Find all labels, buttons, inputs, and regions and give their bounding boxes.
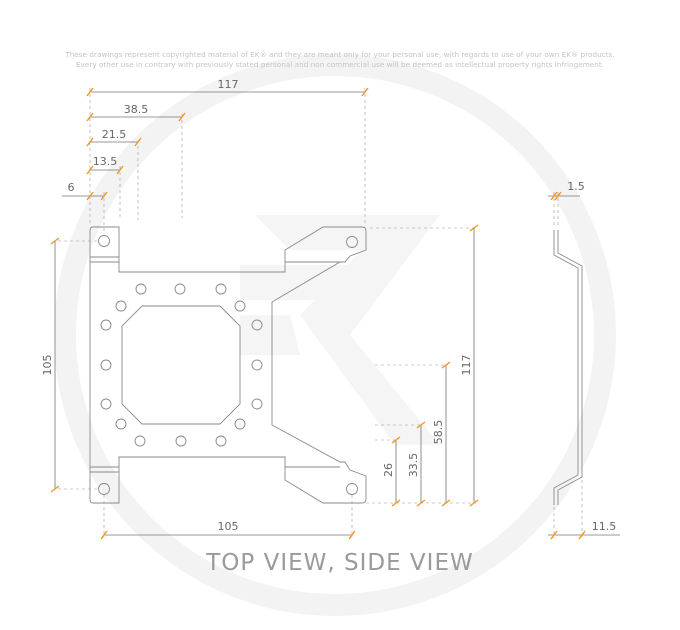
- extension-lines: [58, 88, 583, 538]
- top-view-plate: [89, 226, 367, 504]
- dim-bottom-105: 105: [218, 520, 239, 533]
- dim-top-38-5: 38.5: [124, 103, 149, 116]
- center-cutout: [121, 305, 241, 425]
- dim-right-33-5: 33.5: [407, 453, 420, 478]
- dim-left-105: 105: [41, 355, 54, 376]
- dim-right-26: 26: [382, 463, 395, 477]
- dim-top-6: 6: [68, 181, 75, 194]
- dim-right-58-5: 58.5: [432, 420, 445, 445]
- dim-right-117: 117: [460, 355, 473, 376]
- dim-top-21-5: 21.5: [102, 128, 127, 141]
- side-view-bracket: [553, 230, 583, 505]
- mounting-holes: [98, 235, 358, 495]
- drawing-title: TOP VIEW, SIDE VIEW: [206, 550, 474, 576]
- dimension-lines: [54, 91, 620, 536]
- dim-top-13-5: 13.5: [93, 155, 118, 168]
- dim-side-1-5: 1.5: [567, 180, 585, 193]
- copyright-notice-line1: These drawings represent copyrighted mat…: [65, 50, 615, 59]
- dim-top-117: 117: [218, 78, 239, 91]
- dimension-ticks: [50, 87, 586, 540]
- copyright-notice-line2: Every other use in contrary with previou…: [75, 60, 605, 69]
- dimension-labels: 117 38.5 21.5 13.5 6 105 105 117 58.5 33…: [41, 78, 616, 533]
- dim-side-11-5: 11.5: [592, 520, 617, 533]
